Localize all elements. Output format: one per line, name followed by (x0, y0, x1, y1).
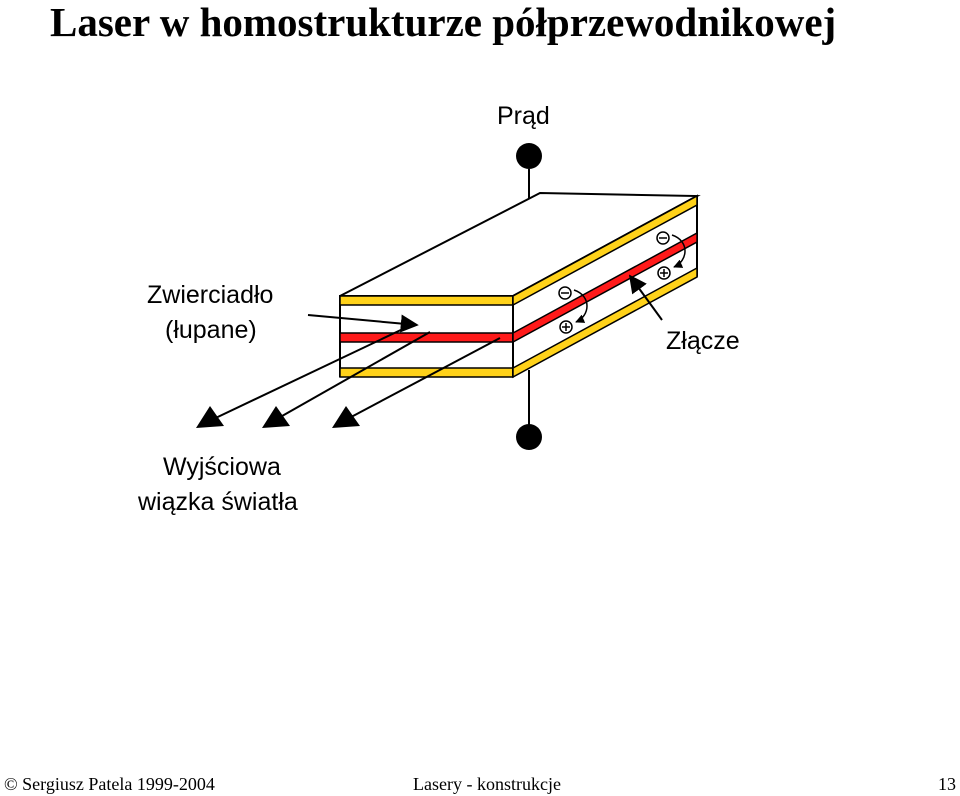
output-beam-2 (267, 331, 431, 425)
footer-page-number: 13 (938, 774, 956, 794)
beam-arrowhead-icon (262, 406, 290, 428)
front-yellow-top (339, 295, 514, 306)
current-label: Prąd (497, 102, 550, 130)
mirror-pointer (307, 314, 419, 333)
footer-copyright: © Sergiusz Patela 1999-2004 (4, 774, 215, 794)
recombination-arrow-icon (671, 234, 686, 268)
mirror-label-line1: Zwierciadło (147, 281, 273, 309)
chip-front-face (339, 295, 514, 378)
page-title: Laser w homostrukturze półprzewodnikowej (50, 0, 837, 45)
side-yellow-top (512, 194, 698, 307)
chip-side-face (512, 194, 698, 379)
carriers-right (656, 231, 686, 280)
junction-pointer (628, 274, 663, 321)
footer-subtitle: Lasery - konstrukcje (413, 774, 561, 794)
side-yellow-bottom (512, 266, 698, 379)
output-label-line2: wiązka światła (137, 488, 298, 516)
recombination-arrow-icon (573, 289, 588, 323)
side-red-junction (512, 231, 698, 344)
mirror-label-line2: (łupane) (165, 316, 257, 344)
output-beam-3 (337, 337, 501, 425)
output-beam-1 (202, 327, 406, 425)
output-label-line1: Wyjściowa (163, 453, 281, 481)
junction-label: Złącze (666, 327, 740, 355)
output-beams (196, 327, 501, 428)
beam-arrowhead-icon (196, 406, 224, 428)
bottom-contact-dot (516, 424, 542, 450)
carriers-left (558, 286, 588, 334)
beam-arrowhead-icon (332, 406, 360, 428)
top-contact-dot (516, 143, 542, 169)
